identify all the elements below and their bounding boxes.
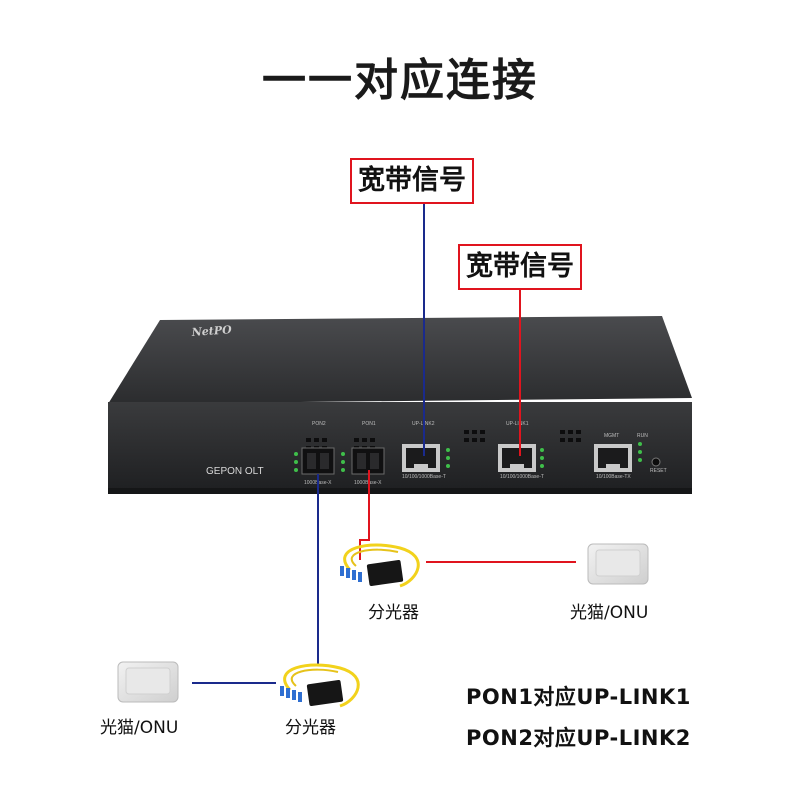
splitter-1-icon bbox=[340, 543, 420, 588]
broadband-callout-mid: 宽带信号 bbox=[458, 244, 582, 290]
sfp-port-pon2 bbox=[301, 447, 335, 475]
uplink1-label: UP-LINK1 bbox=[506, 421, 529, 427]
mapping-line-1: PON1对应UP-LINK1 bbox=[466, 685, 691, 709]
page-title: 一一对应连接 bbox=[262, 55, 538, 106]
sfp-port-pon1 bbox=[351, 447, 385, 475]
onu-right-label: 光猫/ONU bbox=[570, 603, 649, 623]
onu-left-icon bbox=[117, 661, 179, 703]
pon2-label: PON2 bbox=[312, 421, 326, 427]
broadband-callout-top: 宽带信号 bbox=[350, 158, 474, 204]
splitter-2-icon bbox=[280, 663, 360, 708]
chassis-top bbox=[108, 316, 692, 404]
brand-logo: NetPO bbox=[190, 323, 232, 339]
model-label: GEPON OLT bbox=[206, 466, 264, 477]
olt-device: NetPO GEPON OLT PON2 PON1 UP-LINK2 UP-LI… bbox=[108, 316, 692, 494]
mgmt-label: MGMT bbox=[604, 433, 619, 439]
rj45-port-uplink2 bbox=[402, 444, 440, 472]
splitter-2-label: 分光器 bbox=[285, 718, 336, 738]
rj45-port-uplink1 bbox=[498, 444, 536, 472]
onu-left-label: 光猫/ONU bbox=[100, 718, 179, 738]
mgmt-speed-label: 10/100Base-TX bbox=[596, 474, 631, 480]
onu-right-icon bbox=[587, 543, 649, 585]
mapping-line-2: PON2对应UP-LINK2 bbox=[466, 726, 691, 750]
run-label: RUN bbox=[637, 433, 648, 439]
line-pon1-to-splitter1 bbox=[359, 470, 370, 560]
rj45-port-mgmt bbox=[594, 444, 632, 472]
rj45-speed-label-uplink2: 10/100/1000Base-T bbox=[402, 474, 446, 480]
reset-label: RESET bbox=[650, 468, 667, 474]
pon1-label: PON1 bbox=[362, 421, 376, 427]
reset-button bbox=[651, 457, 661, 467]
rj45-speed-label-uplink1: 10/100/1000Base-T bbox=[500, 474, 544, 480]
splitter-1-label: 分光器 bbox=[368, 603, 419, 623]
